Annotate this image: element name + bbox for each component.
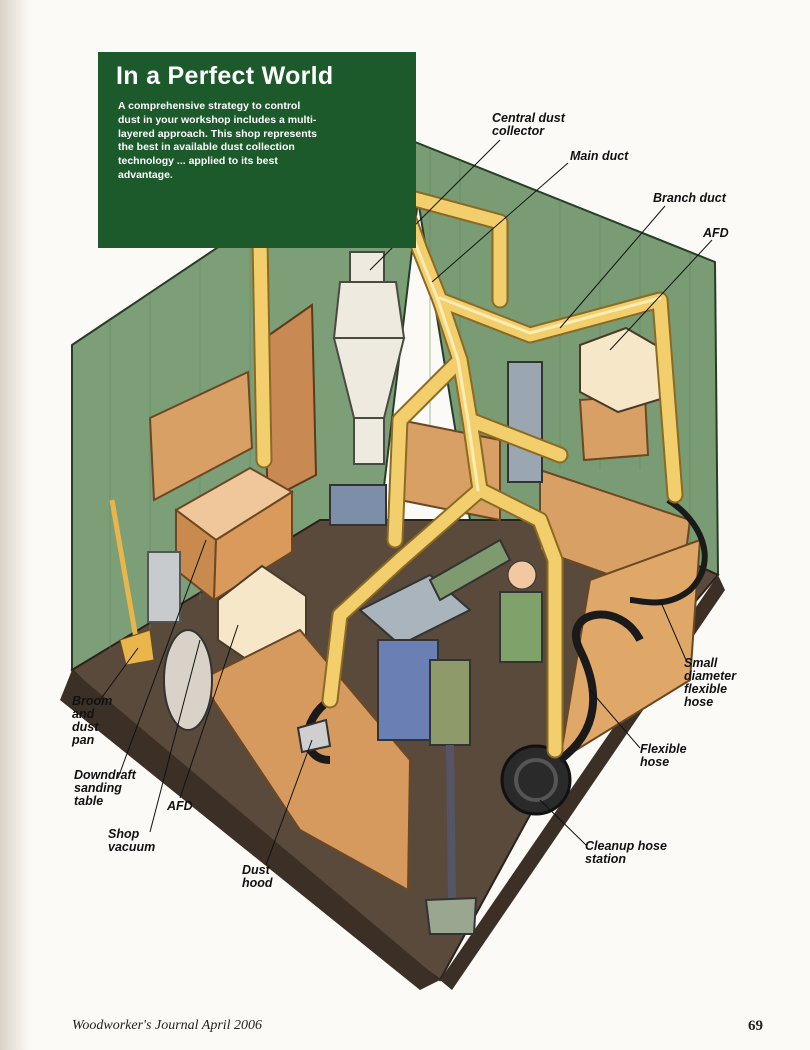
band-saw (507, 361, 543, 483)
article-title: In a Perfect World (116, 62, 334, 90)
page-number: 69 (748, 1018, 763, 1034)
footer-publication: Woodworker's Journal April 2006 (72, 1018, 263, 1033)
label-branch-duct: Branch duct (653, 191, 726, 205)
trash-can (147, 551, 181, 623)
shop-vacuum (163, 629, 213, 731)
intro-text: A comprehensive strategy to control dust… (118, 100, 317, 181)
label-dust-hood: Dust hood (242, 863, 273, 890)
woodworker-figure (507, 560, 537, 590)
flexible-hose (557, 610, 644, 764)
label-central-dust-collector: Central dust collector (492, 111, 565, 138)
broom (109, 499, 141, 651)
label-cleanup-hose-station: Cleanup hose station (585, 839, 667, 866)
small-diameter-flexible-hose (629, 497, 708, 606)
label-leader-lines (99, 139, 713, 866)
label-main-duct: Main duct (570, 149, 629, 163)
drill-press (429, 659, 471, 746)
label-flexible-hose: Flexible hose (640, 742, 687, 769)
jointer (428, 538, 512, 602)
page-spine-shadow (0, 0, 30, 1050)
label-afd-upper: AFD (703, 226, 729, 240)
dust-hood (296, 718, 332, 754)
central-dust-collector-cyclone (332, 251, 406, 465)
label-downdraft-sanding-table: Downdraft sanding table (74, 768, 136, 808)
cleanup-hose-reel (500, 744, 572, 816)
floor-front-left (60, 670, 440, 990)
label-afd-lower: AFD (167, 799, 193, 813)
label-shop-vacuum: Shop vacuum (108, 827, 156, 854)
planer (329, 484, 387, 526)
label-small-diameter-flexible-hose: Small diameter flexible hose (684, 656, 737, 709)
title-box: In a Perfect World A comprehensive strat… (98, 52, 416, 248)
label-broom-and-dust-pan: Broom and dust pan (72, 694, 113, 747)
left-wall-cabinets (148, 370, 254, 502)
